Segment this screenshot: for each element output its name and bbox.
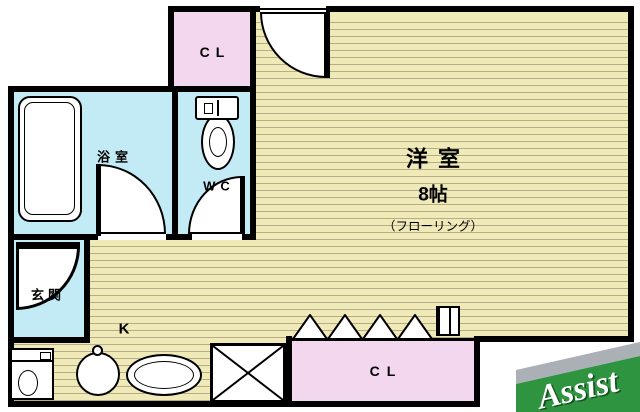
wall <box>8 401 480 407</box>
wall <box>628 6 634 342</box>
wall <box>8 337 90 343</box>
wall <box>84 240 90 343</box>
wall <box>242 234 256 240</box>
wall <box>474 336 634 342</box>
toilet-tank-icon <box>195 96 239 120</box>
wc-label: WC <box>203 178 235 194</box>
wall <box>8 86 256 92</box>
main-room-floor-note: （フローリング） <box>382 219 484 234</box>
assist-logo: Assist Assist <box>516 336 640 412</box>
door-threshold-line <box>260 8 326 10</box>
assist-logo-flag <box>516 356 640 412</box>
wall <box>168 6 174 92</box>
door-leaf-wc <box>240 176 245 234</box>
basin-icon <box>126 354 202 396</box>
door-leaf-main-room <box>324 12 330 78</box>
stove-icon <box>210 343 286 403</box>
wall <box>286 336 292 407</box>
bathtub-icon <box>18 96 82 222</box>
entrance-label: 玄関 <box>30 287 66 303</box>
wall <box>166 234 192 240</box>
kitchen-label: K <box>118 320 130 338</box>
closet-door-icon <box>436 306 460 336</box>
door-leaf-bath <box>96 164 101 236</box>
main-room-label: 洋室 <box>405 146 471 172</box>
wall <box>168 6 260 12</box>
faucet-icon <box>92 345 103 356</box>
wall <box>250 6 256 240</box>
bath-label: 浴室 <box>96 149 134 165</box>
wall <box>474 336 480 407</box>
closet-bottom-area <box>292 341 474 401</box>
wall <box>8 86 14 407</box>
closet-top-area <box>174 12 250 86</box>
wall <box>172 92 178 240</box>
assist-logo-band <box>516 342 640 384</box>
closet-top-label: CL <box>199 44 231 60</box>
toilet-bowl-icon <box>201 114 235 170</box>
main-room-label-block: 洋室 8帖 （フローリング） <box>383 142 483 235</box>
main-room-size: 8帖 <box>418 184 448 206</box>
closet-bottom-label: CL <box>369 363 403 379</box>
vanity-icon <box>10 348 54 400</box>
wall <box>8 234 98 240</box>
folding-door-icon <box>292 314 433 340</box>
sink-icon <box>76 352 120 396</box>
door-leaf-entrance <box>16 242 80 246</box>
wall <box>326 6 634 12</box>
